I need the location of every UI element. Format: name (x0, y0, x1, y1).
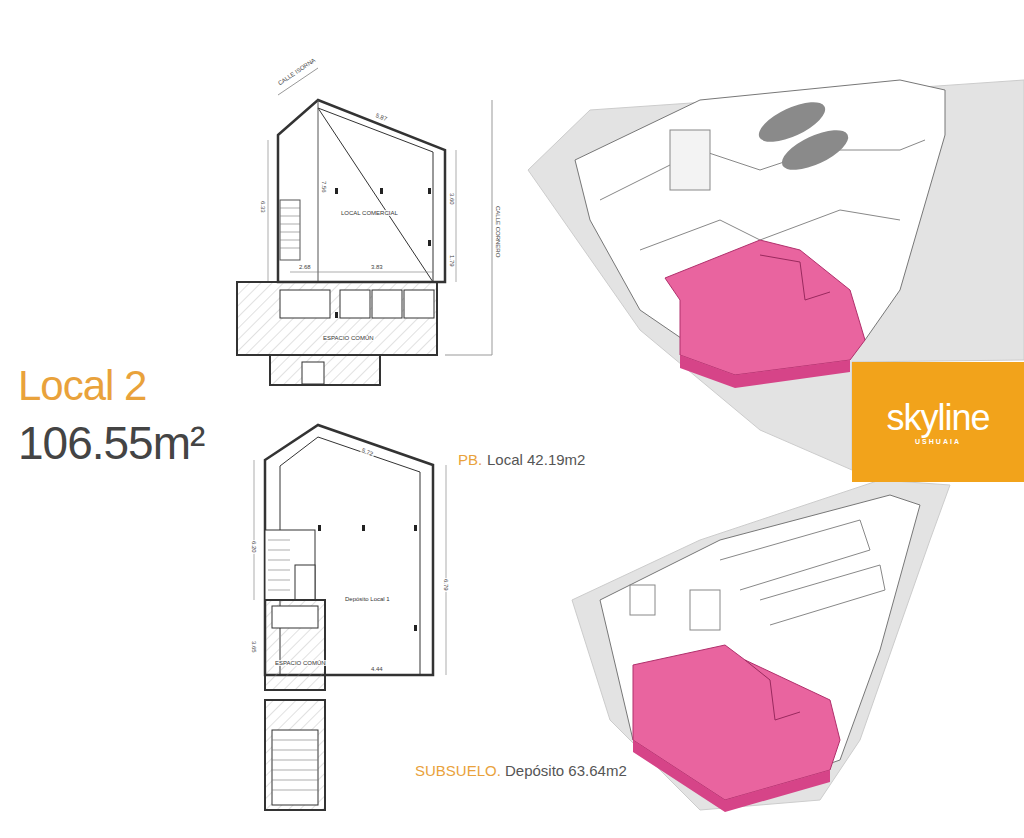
floor-area: Depósito 63.64m2 (505, 763, 627, 778)
floor-tag: SUBSUELO. (415, 763, 501, 778)
dimension: 6.79 (443, 578, 449, 592)
logo-word: skyline (886, 400, 989, 436)
dimension: 6.33 (260, 200, 266, 214)
area-total: 106.55m² (18, 420, 204, 466)
logo-box: skylineUSHUAIA (852, 362, 1024, 482)
dimension: 4.44 (370, 666, 384, 672)
dimension: 2.68 (298, 264, 312, 270)
dimension: 6.20 (251, 540, 257, 554)
dimension: 3.65 (251, 640, 257, 654)
heading: Local 2 (18, 365, 146, 407)
dimension: 1.79 (449, 254, 455, 268)
dimension: 3.60 (449, 192, 455, 206)
street-name: CALLE CORNERO (495, 205, 501, 258)
room-name: Depósito Local 1 (344, 596, 391, 602)
floor-area: Local 42.19m2 (487, 452, 585, 467)
dimension: 3.83 (370, 264, 384, 270)
room-name: LOCAL COMERCIAL (340, 210, 399, 216)
room-name: ESPACIO COMÚN (274, 660, 327, 666)
floor-tag: PB. (458, 452, 482, 467)
dimension: 5.87 (374, 112, 389, 123)
room-name: ESPACIO COMÚN (322, 335, 375, 341)
logo-subtitle: USHUAIA (915, 438, 961, 445)
dimension: 7.56 (321, 180, 327, 194)
